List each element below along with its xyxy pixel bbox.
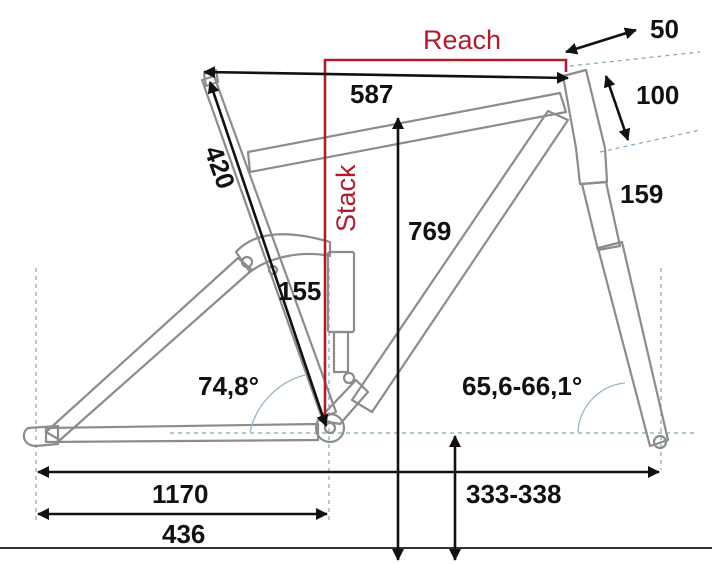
dimension-lines bbox=[37, 27, 660, 561]
stem-dimension bbox=[565, 27, 637, 55]
seat-tube-dimension bbox=[207, 81, 329, 427]
reach-label: Reach bbox=[423, 25, 501, 55]
seat-tube-label: 420 bbox=[198, 142, 241, 193]
stack-value-label: 769 bbox=[408, 216, 451, 246]
seat-angle-label: 74,8° bbox=[198, 371, 259, 401]
top-tube-dimension bbox=[203, 66, 569, 84]
bb-height-label: 333-338 bbox=[466, 479, 561, 509]
bottom-bracket bbox=[314, 412, 346, 444]
head-angle-label: 65,6-66,1° bbox=[462, 371, 582, 401]
chainstay-label: 436 bbox=[162, 519, 205, 549]
guide-lines bbox=[35, 51, 701, 520]
headtube-label: 159 bbox=[620, 179, 663, 209]
front-axle bbox=[652, 434, 668, 450]
top-tube-label: 587 bbox=[350, 79, 393, 109]
wheelbase-label: 1170 bbox=[152, 479, 208, 509]
top-tube bbox=[246, 91, 568, 174]
rear-shock bbox=[326, 250, 356, 334]
spacer-height-label: 100 bbox=[636, 80, 679, 110]
spacer-dimension bbox=[603, 75, 631, 141]
seat-tube bbox=[200, 74, 338, 420]
stack-label: Stack bbox=[331, 164, 361, 232]
head-tube bbox=[561, 68, 609, 186]
shock-length-label: 155 bbox=[278, 276, 321, 306]
down-tube bbox=[350, 109, 570, 414]
rear-dropout bbox=[22, 424, 60, 448]
seat-stay bbox=[44, 256, 254, 442]
fork bbox=[596, 240, 670, 448]
stem-length-label: 50 bbox=[650, 14, 679, 44]
